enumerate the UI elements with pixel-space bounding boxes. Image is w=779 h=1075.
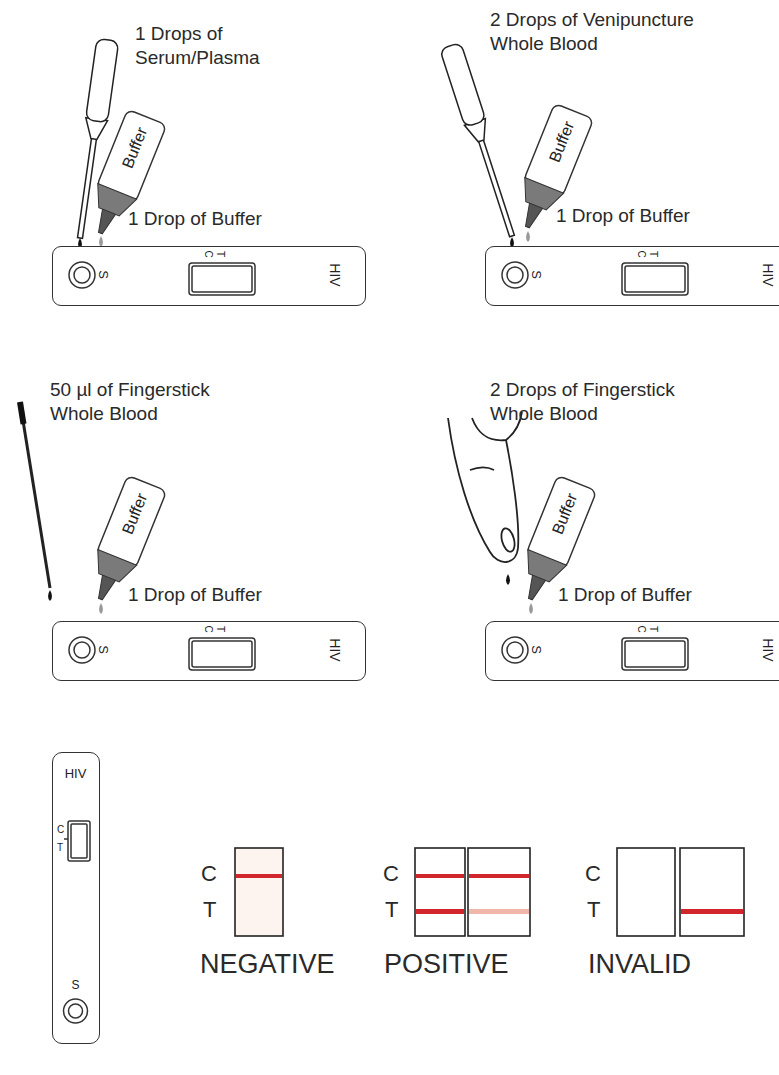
sample-mark: S	[53, 979, 98, 991]
control-line-label: C	[383, 860, 399, 888]
test-cassette: S CT HIV	[52, 246, 366, 306]
sample-mark: S	[97, 270, 110, 279]
cassette-parts	[53, 753, 98, 1042]
test-cassette: S CT HIV	[485, 621, 779, 681]
device-name: HIV	[328, 263, 342, 286]
dropper	[440, 42, 523, 239]
test-mark: T	[648, 626, 658, 632]
result-name: POSITIVE	[384, 948, 509, 982]
control-line-label: C	[585, 860, 601, 888]
control-line-label: C	[201, 860, 217, 888]
sample-instruction: 1 Drops of Serum/Plasma	[135, 22, 275, 70]
result-windows	[235, 848, 744, 936]
device-name: HIV	[328, 638, 342, 661]
buffer-instruction: 1 Drop of Buffer	[128, 207, 262, 231]
sample-instruction: 2 Drops of Venipuncture Whole Blood	[490, 8, 730, 56]
test-mark: T	[57, 843, 63, 853]
sample-mark: S	[97, 645, 110, 654]
buffer-drop	[529, 603, 533, 614]
buffer-drop	[99, 603, 103, 614]
control-mark: C	[636, 625, 646, 632]
test-line-label: T	[587, 896, 600, 924]
blood-drop	[506, 574, 510, 585]
buffer-instruction: 1 Drop of Buffer	[556, 204, 690, 228]
test-line-label: T	[203, 896, 216, 924]
buffer-drop	[526, 231, 530, 242]
test-cassette: S CT HIV	[485, 246, 779, 306]
device-name: HIV	[53, 767, 98, 780]
device-name: HIV	[761, 638, 775, 661]
control-mark: C	[57, 825, 64, 835]
sample-instruction: 50 µl of Fingerstick Whole Blood	[50, 378, 260, 426]
test-cassette: HIV CT S	[52, 752, 100, 1044]
control-mark: C	[636, 250, 646, 257]
result-name: INVALID	[588, 948, 691, 982]
device-name: HIV	[761, 263, 775, 286]
capillary-tube-end	[20, 402, 24, 424]
test-mark: T	[215, 251, 225, 257]
test-mark: T	[215, 626, 225, 632]
buffer-instruction: 1 Drop of Buffer	[558, 583, 692, 607]
sample-mark: S	[530, 270, 543, 279]
sample-mark: S	[530, 645, 543, 654]
test-mark: T	[648, 251, 658, 257]
sample-instruction: 2 Drops of Fingerstick Whole Blood	[490, 378, 715, 426]
result-lines	[236, 874, 743, 914]
capillary-tube	[20, 402, 50, 588]
control-mark: C	[203, 250, 213, 257]
test-line-label: T	[385, 896, 398, 924]
control-mark: C	[203, 625, 213, 632]
result-name: NEGATIVE	[200, 948, 335, 982]
blood-drop	[48, 590, 52, 601]
buffer-instruction: 1 Drop of Buffer	[128, 583, 262, 607]
finger	[448, 412, 522, 562]
test-cassette: S CT HIV	[52, 621, 366, 681]
